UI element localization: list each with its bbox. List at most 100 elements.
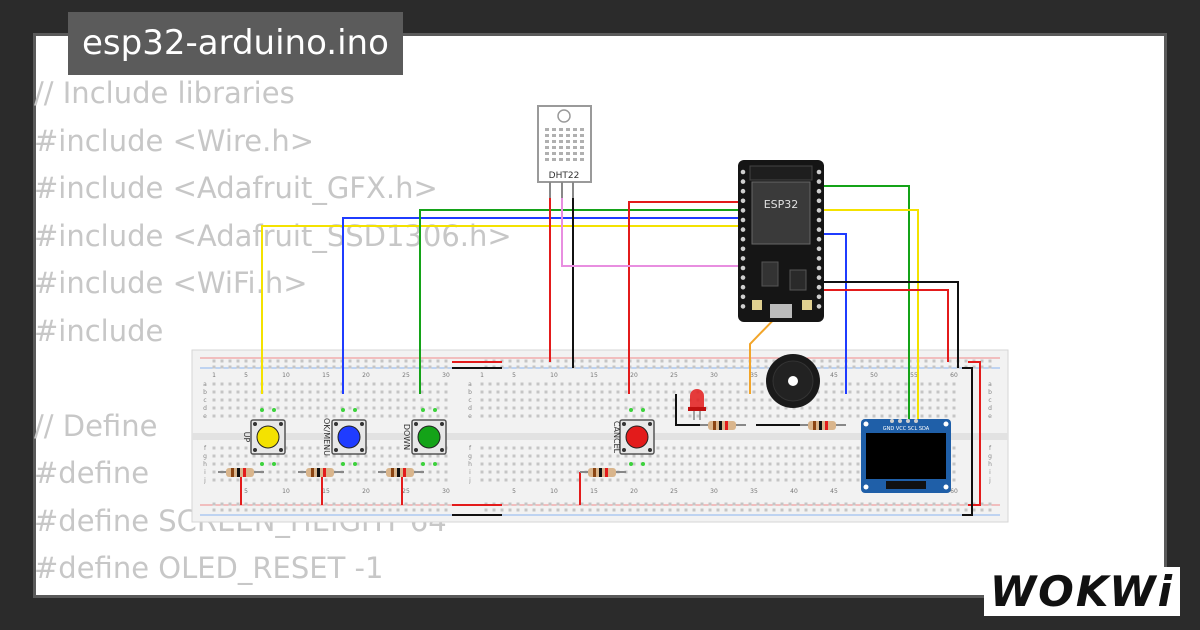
pushbutton-cancel[interactable]: CANCEL	[612, 408, 655, 466]
wire-green-down	[419, 209, 742, 394]
resistor-led	[700, 421, 746, 430]
breadboard-row-letter: b	[468, 389, 472, 396]
breadboard-row-letter: c	[988, 397, 991, 404]
breadboard-column-number: 40	[790, 488, 798, 495]
breadboard-column-number: 30	[442, 372, 450, 379]
breadboard-column-number: 60	[950, 488, 958, 495]
wire-green-oled	[818, 185, 910, 420]
breadboard-row-letter: d	[468, 405, 472, 412]
resistor-4	[580, 468, 626, 477]
wire-led-gnd	[675, 394, 700, 426]
breadboard-row-letter: b	[203, 389, 207, 396]
breadboard-column-number: 10	[282, 488, 290, 495]
breadboard-column-number: 1	[212, 372, 216, 379]
breadboard-row-letter: g	[988, 453, 992, 460]
breadboard-column-number: 45	[830, 372, 838, 379]
wire-black-gnd	[818, 281, 959, 368]
breadboard-column-number: 35	[750, 488, 758, 495]
buttons: UP OK/MENU DOWN CANCEL	[242, 408, 655, 466]
code-line: #include	[34, 313, 164, 348]
breadboard-row-letter: d	[203, 405, 207, 412]
resistor-1	[218, 468, 264, 477]
wire-red-vcc	[818, 289, 949, 362]
breadboard-column-number: 15	[322, 372, 330, 379]
breadboard-row-letter: a	[988, 381, 992, 388]
pushbutton-down[interactable]: DOWN	[402, 408, 447, 466]
code-line: // Include libraries	[34, 76, 295, 110]
pushbutton-up[interactable]: UP	[242, 408, 286, 466]
breadboard-row-letter: a	[468, 381, 472, 388]
breadboard-column-number: 1	[480, 372, 484, 379]
wire-pink-dht-data	[561, 196, 742, 267]
breadboard-column-number: 15	[590, 372, 598, 379]
breadboard-column-number: 20	[630, 488, 638, 495]
wire-yellow-up	[261, 225, 742, 394]
breadboard-column-number: 30	[710, 372, 718, 379]
oled-pin-labels: GND VCC SCL SDA	[883, 426, 930, 432]
wire-yellow-oled	[818, 209, 919, 420]
breadboard-column-number: 10	[282, 372, 290, 379]
wire-red-cancel	[628, 201, 742, 394]
code-line: #include <WiFi.h>	[34, 266, 308, 300]
wires	[240, 185, 981, 516]
breadboard-row-letter: d	[988, 405, 992, 412]
code-line: // Define	[34, 408, 158, 443]
oled-display[interactable]: GND VCC SCL SDA	[861, 419, 951, 493]
breadboard: 1510152025301510152025303540455055605101…	[191, 349, 1009, 523]
breadboard-column-number: 25	[402, 488, 410, 495]
code-line: #define	[34, 456, 150, 490]
wire-rail-black-right	[962, 367, 973, 516]
breadboard-column-number: 20	[630, 372, 638, 379]
wire-blue-buzzer	[818, 233, 847, 394]
breadboard-column-number: 20	[362, 488, 370, 495]
breadboard-column-number: 10	[550, 488, 558, 495]
code-line: #define OLED_RESET -1	[34, 551, 384, 585]
file-tab[interactable]: esp32-arduino.ino	[68, 12, 403, 75]
breadboard-row-letter: a	[203, 381, 207, 388]
wire-rail-red-right	[968, 361, 981, 506]
breadboard-column-number: 35	[750, 372, 758, 379]
resistor-2	[298, 468, 344, 477]
breadboard-row-letter: e	[988, 413, 992, 420]
breadboard-row-letter: i	[989, 469, 991, 476]
pushbutton-label: DOWN	[402, 424, 411, 450]
dht22-label: DHT22	[549, 171, 580, 181]
dht22-sensor[interactable]: DHT22	[537, 105, 592, 198]
breadboard-row-letter: h	[988, 461, 992, 468]
breadboard-column-number: 15	[590, 488, 598, 495]
breadboard-row-letter: c	[468, 397, 471, 404]
breadboard-row-letter: e	[468, 413, 472, 420]
breadboard-column-number: 60	[950, 372, 958, 379]
code-line: #include <Adafruit_GFX.h>	[34, 171, 438, 205]
breadboard-column-number: 30	[710, 488, 718, 495]
breadboard-row-letter: g	[468, 453, 472, 460]
code-line: #include <Wire.h>	[34, 123, 315, 158]
breadboard-column-number: 10	[550, 372, 558, 379]
pushbutton-ok-menu[interactable]: OK/MENU	[322, 408, 367, 466]
breadboard-row-letter: f	[469, 445, 472, 452]
breadboard-column-number: 50	[870, 372, 878, 379]
breadboard-column-number: 25	[670, 488, 678, 495]
wire-blue-ok	[342, 217, 742, 394]
breadboard-row-letter: c	[203, 397, 206, 404]
breadboard-row-letter: f	[989, 445, 992, 452]
breadboard-row-letter: h	[203, 461, 207, 468]
resistor-3	[378, 468, 424, 477]
breadboard-column-number: 5	[244, 488, 248, 495]
breadboard-column-number: 20	[362, 372, 370, 379]
breadboard-column-number: 25	[670, 372, 678, 379]
esp32-board[interactable]: ESP32	[738, 160, 824, 322]
pushbutton-label: UP	[242, 432, 251, 443]
breadboard-column-number: 55	[910, 372, 918, 379]
breadboard-column-number: 25	[402, 372, 410, 379]
esp32-label: ESP32	[764, 198, 799, 211]
breadboard-row-letter: i	[204, 469, 206, 476]
resistor-buzzer	[800, 421, 846, 430]
breadboard-column-number: 45	[830, 488, 838, 495]
pushbutton-label: OK/MENU	[322, 418, 331, 456]
buzzer[interactable]	[766, 354, 820, 408]
pushbutton-label: CANCEL	[612, 421, 621, 454]
red-led[interactable]	[688, 389, 706, 420]
breadboard-column-number: 5	[244, 372, 248, 379]
